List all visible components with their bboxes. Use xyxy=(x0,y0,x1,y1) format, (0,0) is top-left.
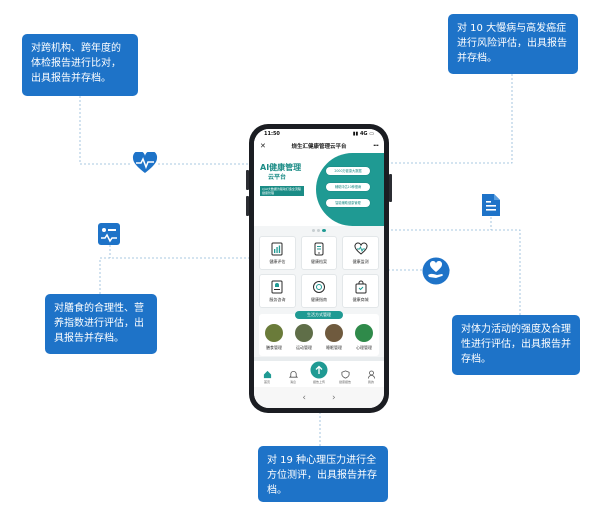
lifestyle-item-label: 运动管理 xyxy=(296,345,312,350)
lifestyle-item-exercise[interactable]: 运动管理 xyxy=(295,324,313,351)
sleep-image xyxy=(325,324,343,342)
checklist-pulse-icon xyxy=(98,223,120,245)
tab-label: 首页 xyxy=(263,380,270,384)
status-indicators: ▮▮ 4G ▭ xyxy=(352,131,374,137)
banner-pill-2: 辅助评估10种慢病 xyxy=(326,183,370,191)
lifestyle-item-sleep[interactable]: 睡眠管理 xyxy=(325,324,343,351)
app-title: 烧生汇健康管理云平台 xyxy=(291,144,347,150)
lifestyle-item-label: 膳食管理 xyxy=(266,345,282,350)
lifestyle-item-label: 睡眠管理 xyxy=(326,345,342,350)
back-arrow-icon[interactable]: ‹ xyxy=(302,392,306,403)
lifestyle-section: 生活方式管理 膳食管理 运动管理 睡眠管理 心理管理 xyxy=(259,311,379,356)
carousel-dot-active[interactable] xyxy=(322,228,326,232)
phone-screen: 11:50 ▮▮ 4G ▭ ✕ 烧生汇健康管理云平台 ··· AI健康管理 云平… xyxy=(254,129,384,408)
tile-label: 健康监测 xyxy=(352,258,369,264)
status-bar: 11:50 ▮▮ 4G ▭ xyxy=(254,129,384,139)
device-icon xyxy=(271,280,283,293)
carousel-dot[interactable] xyxy=(317,228,320,232)
phone-volume-button xyxy=(246,170,249,190)
lifestyle-title: 生活方式管理 xyxy=(295,311,343,319)
section-divider xyxy=(254,357,384,362)
connector-line-c1 xyxy=(79,96,132,165)
callout-report-comparison: 对跨机构、跨年度的体检报告进行比对，出具报告并存档。 xyxy=(22,34,138,96)
hand-heart-icon xyxy=(422,257,450,285)
banner-pill-3: 智能辅助健康管理 xyxy=(326,199,370,207)
heart-monitor-icon xyxy=(354,241,368,255)
shield-icon xyxy=(340,370,350,379)
user-icon xyxy=(367,370,375,379)
carousel-dots[interactable] xyxy=(254,226,384,234)
banner-title-2: 云平台 xyxy=(268,174,287,181)
report-icon xyxy=(271,242,283,255)
banner-subtitle: 以AI大数据为驱动打造全流程健康管理 xyxy=(260,186,304,196)
home-icon xyxy=(263,370,271,379)
status-time: 11:50 xyxy=(264,131,280,137)
hero-banner[interactable]: AI健康管理 云平台 以AI大数据为驱动打造全流程健康管理 2000万健康大数据… xyxy=(254,153,384,226)
tile-label: 健康评估 xyxy=(269,258,286,264)
banner-pill-1: 2000万健康大数据 xyxy=(326,167,370,175)
phone-volume-button-2 xyxy=(246,196,249,216)
tab-label: 我的 xyxy=(367,380,374,384)
tab-profile[interactable]: 我的 xyxy=(360,370,382,384)
tab-label: 健康报告 xyxy=(338,380,351,384)
tile-label: 健康指南 xyxy=(310,296,327,302)
phone-power-button xyxy=(389,174,392,202)
close-icon[interactable]: ✕ xyxy=(260,142,266,150)
connector-line-c4 xyxy=(390,229,521,315)
bag-icon xyxy=(355,280,367,293)
connector-line-c2 xyxy=(390,74,513,164)
lifestyle-item-mental[interactable]: 心理管理 xyxy=(355,324,373,351)
tile-service-consult[interactable]: 服务咨询 xyxy=(259,274,296,308)
app-nav-bar: ✕ 烧生汇健康管理云平台 ··· xyxy=(254,139,384,153)
tab-home[interactable]: 首页 xyxy=(256,370,278,384)
tab-upload-report[interactable]: 报告上传 xyxy=(308,361,330,384)
carousel-dot[interactable] xyxy=(312,228,315,232)
tile-health-assessment[interactable]: 健康评估 xyxy=(259,236,296,270)
phone-doc-icon xyxy=(314,242,324,255)
banner-title: AI健康管理 xyxy=(260,163,302,172)
document-icon xyxy=(481,193,501,217)
exercise-image xyxy=(295,324,313,342)
callout-physical-activity: 对体力活动的强度及合理性进行评估，出具报告并存档。 xyxy=(452,315,580,375)
heart-pulse-icon xyxy=(132,152,158,174)
feature-grid: 健康评估 健康档案 健康监测 服务咨询 健康指南 健康商城 xyxy=(254,234,384,310)
callout-chronic-disease-risk: 对 10 大慢病与高发癌症进行风险评估，出具报告并存档。 xyxy=(448,14,578,74)
tab-label: 消息 xyxy=(289,380,296,384)
coin-icon xyxy=(312,280,325,293)
tab-health-report[interactable]: 健康报告 xyxy=(334,370,356,384)
upload-cloud-icon xyxy=(310,361,328,379)
bottom-tab-bar: 首页 消息 报告上传 健康报告 我的 xyxy=(254,361,384,387)
diet-image xyxy=(265,324,283,342)
tile-health-records[interactable]: 健康档案 xyxy=(300,236,338,270)
tile-health-guide[interactable]: 健康指南 xyxy=(300,274,338,308)
lifestyle-item-diet[interactable]: 膳食管理 xyxy=(265,324,283,351)
tile-label: 服务咨询 xyxy=(269,296,286,302)
tile-label: 健康商城 xyxy=(352,296,369,302)
browser-bar: ‹ › xyxy=(254,387,384,408)
tab-messages[interactable]: 消息 xyxy=(282,370,304,384)
forward-arrow-icon[interactable]: › xyxy=(332,392,336,403)
tile-health-mall[interactable]: 健康商城 xyxy=(342,274,379,308)
bell-icon xyxy=(288,371,298,378)
callout-diet-assessment: 对膳食的合理性、营养指数进行评估，出具报告并存档。 xyxy=(45,294,157,354)
tab-label: 报告上传 xyxy=(312,380,325,384)
lifestyle-item-label: 心理管理 xyxy=(356,345,372,350)
callout-psychological-stress: 对 19 种心理压力进行全方位测评，出具报告并存档。 xyxy=(258,446,388,502)
tile-health-monitoring[interactable]: 健康监测 xyxy=(342,236,379,270)
mental-image xyxy=(355,324,373,342)
tile-label: 健康档案 xyxy=(310,258,327,264)
more-options-icon[interactable]: ··· xyxy=(373,142,379,150)
